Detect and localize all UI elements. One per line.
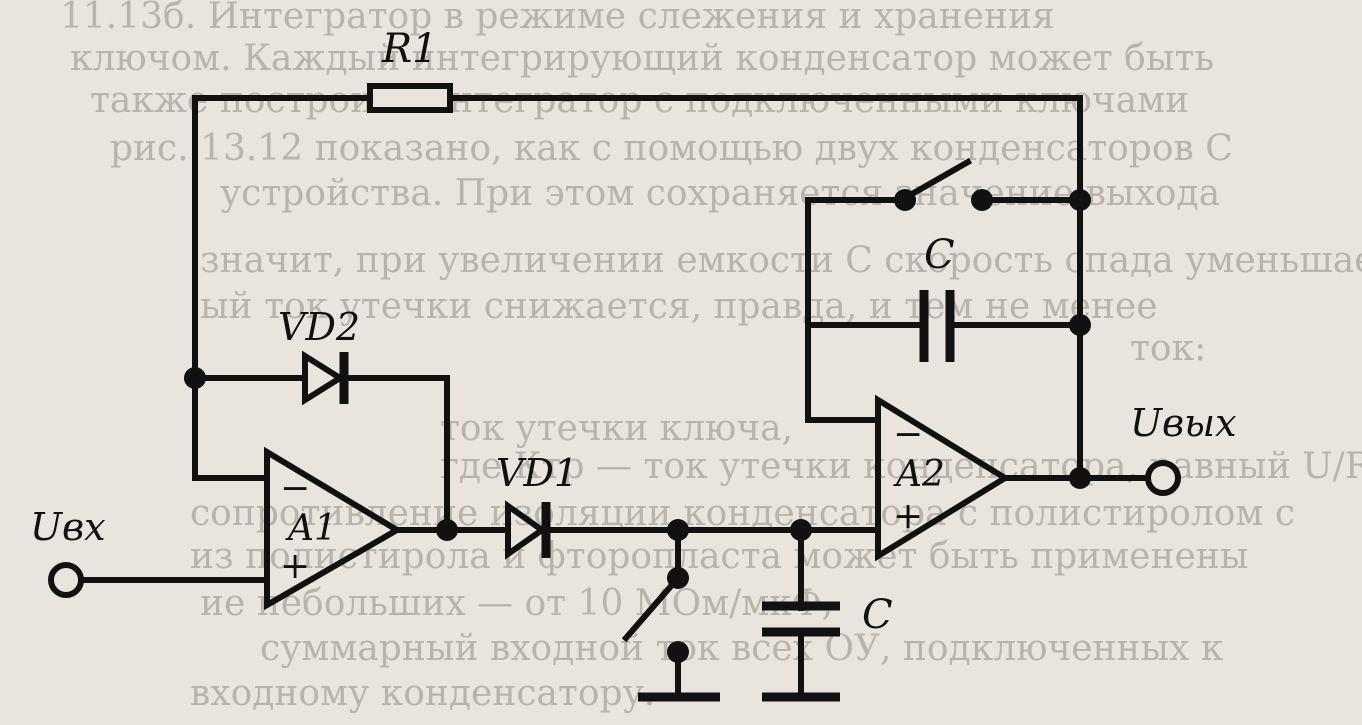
wire-a1-inverting bbox=[192, 375, 270, 481]
wire-r1-loop bbox=[192, 95, 1083, 481]
label-c-bottom: C bbox=[862, 592, 893, 638]
bg-line-10: где Ктр — ток утечки конденсатора, равны… bbox=[440, 446, 1362, 487]
bg-line-7: ый ток утечки снижается, правда, и тем н… bbox=[200, 286, 1158, 327]
bg-line-1: 11.13б. Интегратор в режиме слежения и х… bbox=[60, 0, 1055, 37]
resistor-r1 bbox=[367, 83, 453, 113]
label-a1-plus: + bbox=[280, 546, 310, 587]
bg-line-5: устройства. При этом сохраняется значени… bbox=[220, 173, 1220, 214]
label-u-out: Uвых bbox=[1130, 401, 1237, 445]
wires bbox=[77, 95, 1151, 698]
bg-line-15: входному конденсатору. bbox=[190, 673, 655, 714]
terminal-input bbox=[48, 562, 84, 598]
bg-line-4: рис. 13.12 показано, как с помощью двух … bbox=[110, 128, 1233, 169]
background-text: 11.13б. Интегратор в режиме слежения и х… bbox=[60, 0, 1362, 714]
switch-top bbox=[900, 157, 973, 203]
terminal-output bbox=[1145, 460, 1181, 496]
label-r1: R1 bbox=[381, 26, 438, 72]
junction-dots bbox=[184, 189, 1091, 663]
label-a2-plus: + bbox=[893, 496, 923, 537]
diode-vd1 bbox=[505, 500, 551, 560]
label-a1-minus: − bbox=[280, 468, 310, 509]
label-a1: A1 bbox=[285, 508, 337, 549]
bg-line-12: из полистирола и фторопласта может быть … bbox=[190, 536, 1248, 577]
bg-line-6: значит, при увеличении емкости С скорост… bbox=[200, 240, 1362, 281]
label-c-top: C bbox=[924, 232, 955, 278]
label-vd1: VD1 bbox=[496, 451, 578, 495]
bg-line-14: суммарный входной ток всех ОУ, подключен… bbox=[260, 628, 1224, 669]
bg-line-9: ток утечки ключа, bbox=[440, 408, 793, 449]
wire-vd2-loop bbox=[192, 375, 450, 533]
opamp-a2 bbox=[875, 394, 1011, 562]
bg-line-8: ток: bbox=[1130, 328, 1206, 369]
label-a2: A2 bbox=[893, 454, 945, 495]
label-a2-minus: − bbox=[893, 414, 923, 455]
wire-switch-branch bbox=[805, 197, 1083, 423]
bg-line-13: ие небольших — от 10 МОм/мкФ, bbox=[200, 583, 833, 624]
switch-bottom bbox=[621, 573, 683, 643]
opamp-a1 bbox=[264, 446, 403, 611]
label-u-in: Uвх bbox=[30, 505, 106, 549]
label-vd2: VD2 bbox=[278, 305, 360, 349]
bg-line-2: ключом. Каждый интегрирующий конденсатор… bbox=[70, 38, 1214, 79]
capacitor-c-bottom bbox=[762, 601, 840, 637]
diode-vd2 bbox=[302, 350, 349, 406]
capacitor-c-top bbox=[919, 290, 955, 362]
